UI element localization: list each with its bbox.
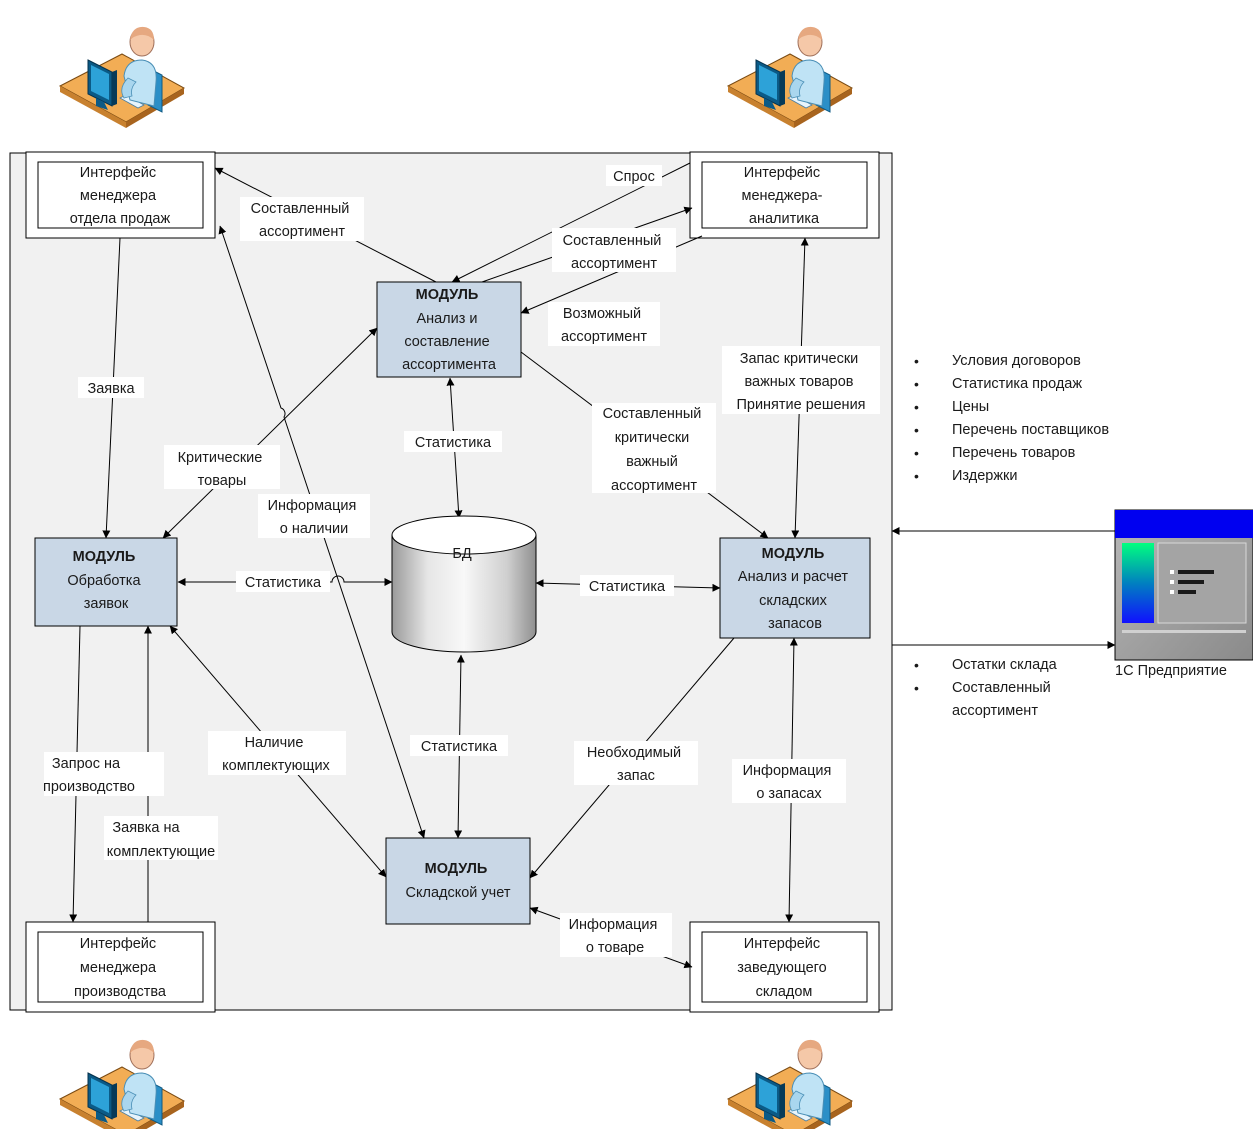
enterprise-app-label: 1С Предприятие: [1115, 663, 1227, 679]
interface-analyst-label: Интерфейс менеджера- аналитика: [742, 165, 827, 227]
label-stock-info: Информация о запасах: [743, 763, 836, 802]
database-cylinder[interactable]: БД: [391, 515, 537, 653]
enterprise-app-icon[interactable]: [1114, 509, 1253, 661]
svg-text:МОДУЛЬ Обработка з: МОДУЛЬ Обработка заявок: [67, 549, 144, 612]
module-warehouse[interactable]: МОДУЛЬ Складской учет: [385, 837, 531, 925]
label-goods-info: Информация о товаре: [569, 917, 662, 956]
module-orders[interactable]: МОДУЛЬ Обработка заявок: [34, 537, 178, 627]
label-critical-stock: Запас критически важных товаров Принятие…: [736, 351, 865, 413]
label-components-availability: Наличие комплектующих: [222, 735, 330, 774]
label-required-stock: Необходимый запас: [587, 745, 685, 784]
label-stats-orders: Статистика: [245, 575, 322, 591]
svg-text:МОДУЛЬ Складской учет: МОДУЛЬ Складской учет: [406, 861, 511, 901]
label-critical-goods: Критические товары: [178, 450, 267, 489]
outputs-list: Остатки склада Составленный ассортимент: [914, 654, 1102, 723]
label-composed-sales: Составленный ассортимент: [251, 201, 354, 240]
list-item: Издержки: [914, 465, 1132, 488]
list-item: Перечень товаров: [914, 442, 1132, 465]
edge-stats-orders: [177, 575, 393, 586]
edge-availability-info: [218, 225, 426, 839]
list-item: Остатки склада: [914, 654, 1102, 677]
interface-production-label: Интерфейс менеджера производства: [74, 936, 167, 1000]
interface-warehouse[interactable]: Интерфейс заведующего складом: [689, 921, 880, 1013]
inputs-list: Условия договоров Статистика продаж Цены…: [914, 350, 1132, 488]
list-item: Цены: [914, 396, 1132, 419]
list-item: Составленный ассортимент: [914, 677, 1102, 723]
edge-labels: Спрос Составленный ассортимент Составлен…: [43, 165, 880, 957]
svg-text:МОДУЛЬ Анализ и расчет: МОДУЛЬ Анализ и расчет складских запасов: [738, 546, 852, 632]
interface-sales[interactable]: Интерфейс менеджера отдела продаж: [25, 151, 216, 239]
user-workstation-icon: [59, 26, 185, 129]
interface-analyst[interactable]: Интерфейс менеджера- аналитика: [689, 151, 880, 239]
database-label: БД: [452, 546, 472, 562]
label-demand: Спрос: [613, 169, 655, 185]
label-components-request: Заявка на комплектующие: [107, 820, 215, 860]
list-item: Перечень поставщиков: [914, 419, 1132, 442]
interface-warehouse-label: Интерфейс заведующего складом: [737, 936, 830, 1000]
label-critical-assortment: Составленный критически важный ассортиме…: [603, 406, 706, 494]
label-stats-stock: Статистика: [589, 579, 666, 595]
label-possible: Возможный ассортимент: [561, 306, 647, 345]
user-workstation-icon: [727, 26, 853, 129]
list-item: Статистика продаж: [914, 373, 1132, 396]
list-item: Условия договоров: [914, 350, 1132, 373]
label-stats-warehouse: Статистика: [421, 739, 498, 755]
interface-sales-label: Интерфейс менеджера отдела продаж: [70, 165, 171, 227]
svg-text:МОДУЛЬ Анализ и со: МОДУЛЬ Анализ и составление ассортимента: [402, 287, 497, 373]
label-production-request: Запрос на производство: [43, 756, 135, 795]
label-request: Заявка: [87, 381, 135, 397]
module-assortment[interactable]: МОДУЛЬ Анализ и составление ассортимента: [376, 281, 522, 378]
user-workstation-icon: [59, 1039, 185, 1129]
interface-production[interactable]: Интерфейс менеджера производства: [25, 921, 216, 1013]
user-workstation-icon: [727, 1039, 853, 1129]
label-composed-analyst: Составленный ассортимент: [563, 233, 666, 272]
module-stock-analysis[interactable]: МОДУЛЬ Анализ и расчет складских запасов: [719, 537, 871, 639]
label-availability-info: Информация о наличии: [268, 498, 361, 537]
label-stats-assortment: Статистика: [415, 435, 492, 451]
